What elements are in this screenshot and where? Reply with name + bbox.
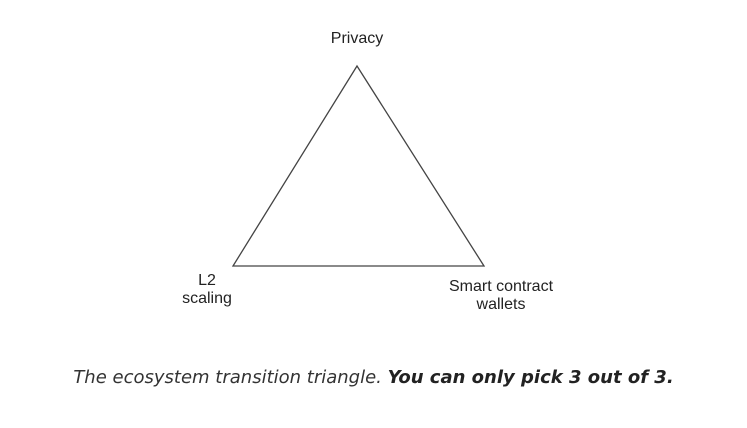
ecosystem-triangle-diagram: Privacy L2 scaling Smart contract wallet… [167, 30, 571, 314]
vertex-label-l2-line-2: scaling [182, 290, 232, 307]
vertex-label-privacy-line-1: Privacy [330, 30, 384, 47]
vertex-label-privacy: Privacy [307, 30, 407, 48]
vertex-label-smart-contract-line-1: Smart contract [448, 278, 554, 295]
caption-bold-text: You can only pick 3 out of 3. [387, 367, 674, 388]
triangle-shape [231, 64, 486, 267]
caption-italic-text: The ecosystem transition triangle. [73, 367, 382, 388]
vertex-label-smart-contract-line-2: wallets [476, 296, 526, 313]
triangle-svg [231, 64, 486, 267]
vertex-label-smart-contract-wallets: Smart contract wallets [431, 278, 571, 314]
vertex-label-l2-line-1: L2 [198, 272, 216, 289]
vertex-label-l2-scaling: L2 scaling [167, 272, 247, 308]
figure-caption: The ecosystem transition triangle. You c… [0, 366, 747, 390]
